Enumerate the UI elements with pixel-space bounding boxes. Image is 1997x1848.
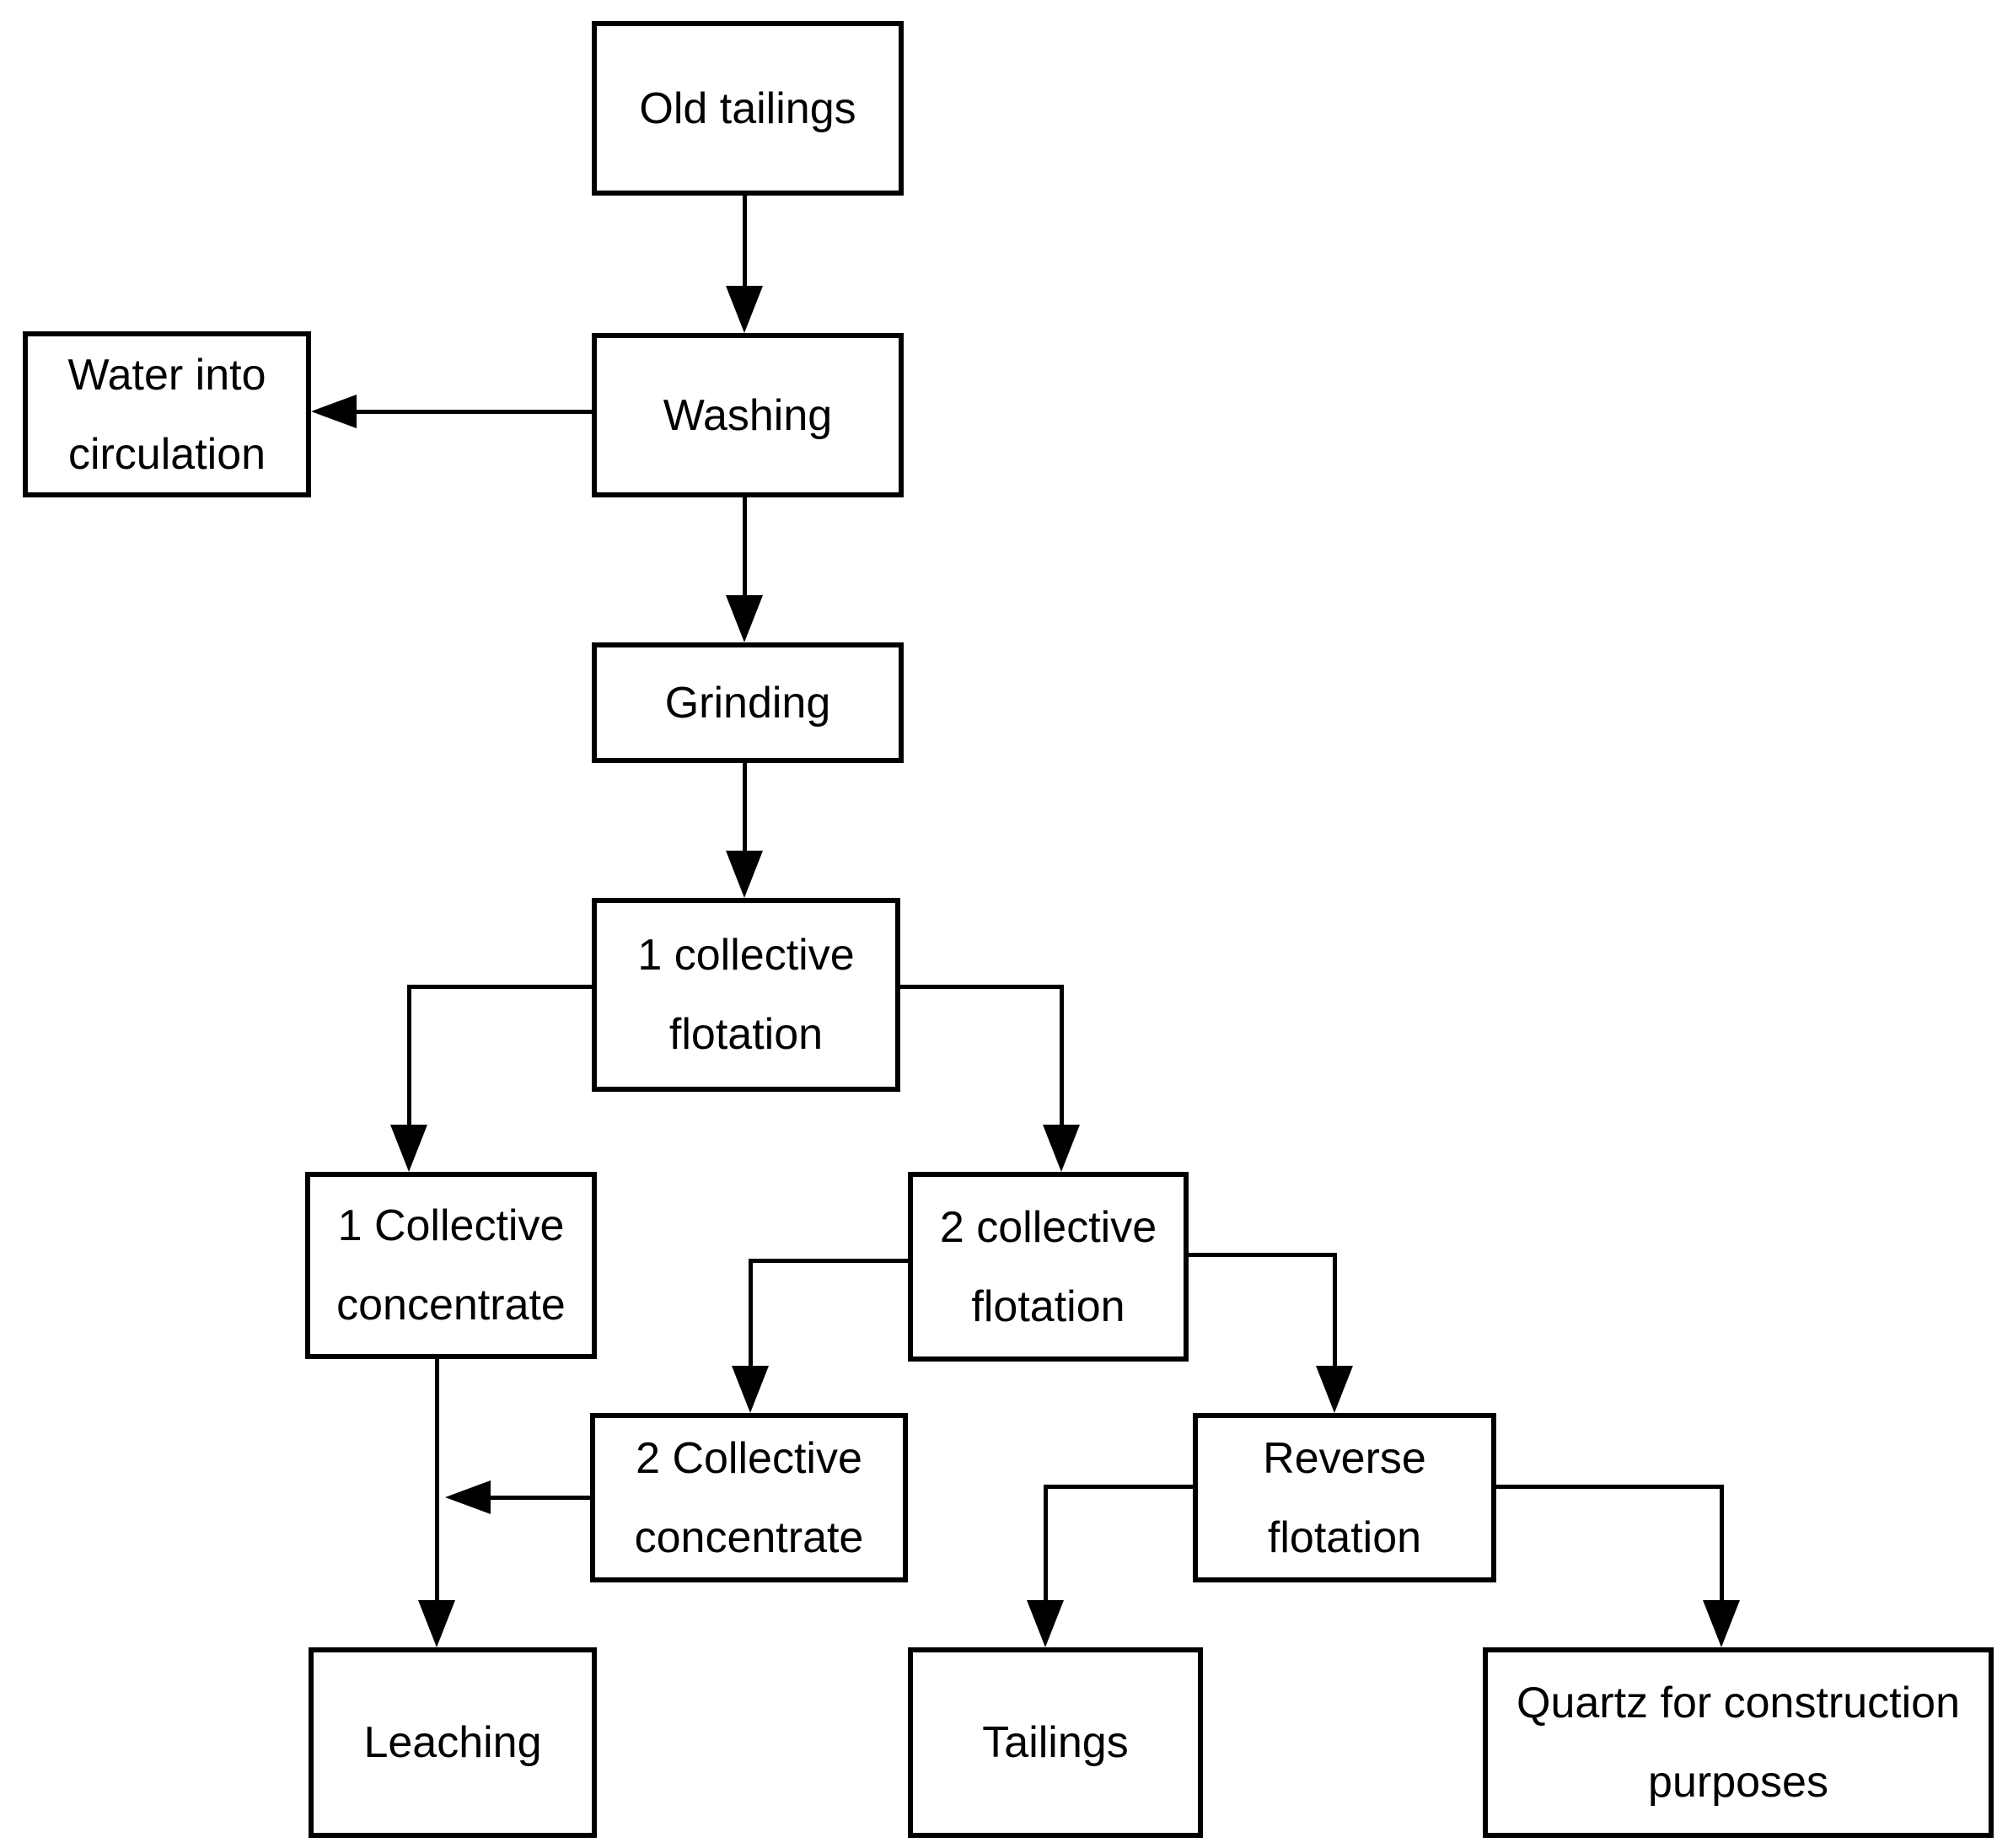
node-label: Water into bbox=[67, 350, 266, 400]
node-grinding: Grinding bbox=[592, 642, 904, 763]
node-label: Old tailings bbox=[639, 83, 856, 133]
edge-line bbox=[486, 1496, 590, 1500]
node-label: 1 Collective bbox=[337, 1201, 565, 1250]
node-label: Grinding bbox=[664, 678, 831, 728]
node-label: flotation bbox=[971, 1281, 1125, 1331]
node-tailings: Tailings bbox=[908, 1647, 1203, 1838]
node-leaching: Leaching bbox=[309, 1647, 597, 1838]
node-label: Quartz for construction bbox=[1517, 1679, 1960, 1727]
node-old-tailings: Old tailings bbox=[592, 21, 904, 196]
node-label: 2 collective bbox=[939, 1202, 1157, 1252]
edge-line bbox=[749, 1259, 908, 1263]
arrowhead-left-icon bbox=[311, 395, 357, 428]
edge-line bbox=[407, 985, 411, 1128]
arrowhead-down-icon bbox=[1703, 1600, 1740, 1647]
node-label: flotation bbox=[668, 1010, 824, 1059]
edge-line bbox=[407, 985, 592, 989]
node-label: Tailings bbox=[982, 1718, 1129, 1767]
node-label: Reverse bbox=[1263, 1433, 1426, 1483]
node-2-collective-concentrate: 2 Collective concentrate bbox=[590, 1413, 908, 1582]
arrowhead-down-icon bbox=[1316, 1366, 1353, 1413]
arrowhead-down-icon bbox=[726, 286, 763, 333]
edge-line bbox=[1044, 1485, 1193, 1489]
node-label: 1 collective bbox=[637, 931, 855, 980]
edge-line bbox=[1720, 1485, 1724, 1604]
arrowhead-down-icon bbox=[726, 851, 763, 898]
arrowhead-down-icon bbox=[726, 595, 763, 642]
edge-line bbox=[1060, 985, 1064, 1128]
edge-line bbox=[743, 497, 747, 597]
edge-line bbox=[743, 196, 747, 290]
edge-line bbox=[743, 763, 747, 852]
arrowhead-down-icon bbox=[418, 1600, 455, 1647]
edge-line bbox=[1333, 1253, 1337, 1369]
edge-line bbox=[1496, 1485, 1724, 1489]
arrowhead-down-icon bbox=[1027, 1600, 1064, 1647]
node-label: flotation bbox=[1267, 1512, 1422, 1562]
edge-line bbox=[749, 1259, 753, 1369]
node-2-collective-flotation: 2 collective flotation bbox=[908, 1172, 1189, 1362]
arrowhead-down-icon bbox=[732, 1366, 769, 1413]
edge-line bbox=[435, 1359, 439, 1602]
edge-line bbox=[1044, 1485, 1048, 1604]
edge-line bbox=[900, 985, 1064, 989]
node-label: circulation bbox=[67, 429, 266, 479]
node-label: concentrate bbox=[634, 1512, 864, 1562]
node-label: Washing bbox=[663, 390, 833, 440]
node-water-into-circulation: Water into circulation bbox=[23, 331, 311, 497]
arrowhead-left-icon bbox=[445, 1480, 491, 1514]
arrowhead-down-icon bbox=[1043, 1125, 1080, 1172]
node-label: purposes bbox=[1648, 1758, 1828, 1807]
node-label: concentrate bbox=[336, 1281, 566, 1330]
node-1-collective-concentrate: 1 Collective concentrate bbox=[305, 1172, 597, 1359]
edge-line bbox=[1189, 1253, 1337, 1257]
node-label: Leaching bbox=[363, 1718, 542, 1767]
node-reverse-flotation: Reverse flotation bbox=[1193, 1413, 1496, 1582]
node-label: 2 Collective bbox=[636, 1433, 862, 1483]
node-quartz-for-construction-purposes: Quartz for construction purposes bbox=[1483, 1647, 1994, 1838]
arrowhead-down-icon bbox=[390, 1125, 427, 1172]
node-washing: Washing bbox=[592, 333, 904, 497]
edge-line bbox=[350, 410, 592, 414]
node-1-collective-flotation: 1 collective flotation bbox=[592, 898, 900, 1092]
